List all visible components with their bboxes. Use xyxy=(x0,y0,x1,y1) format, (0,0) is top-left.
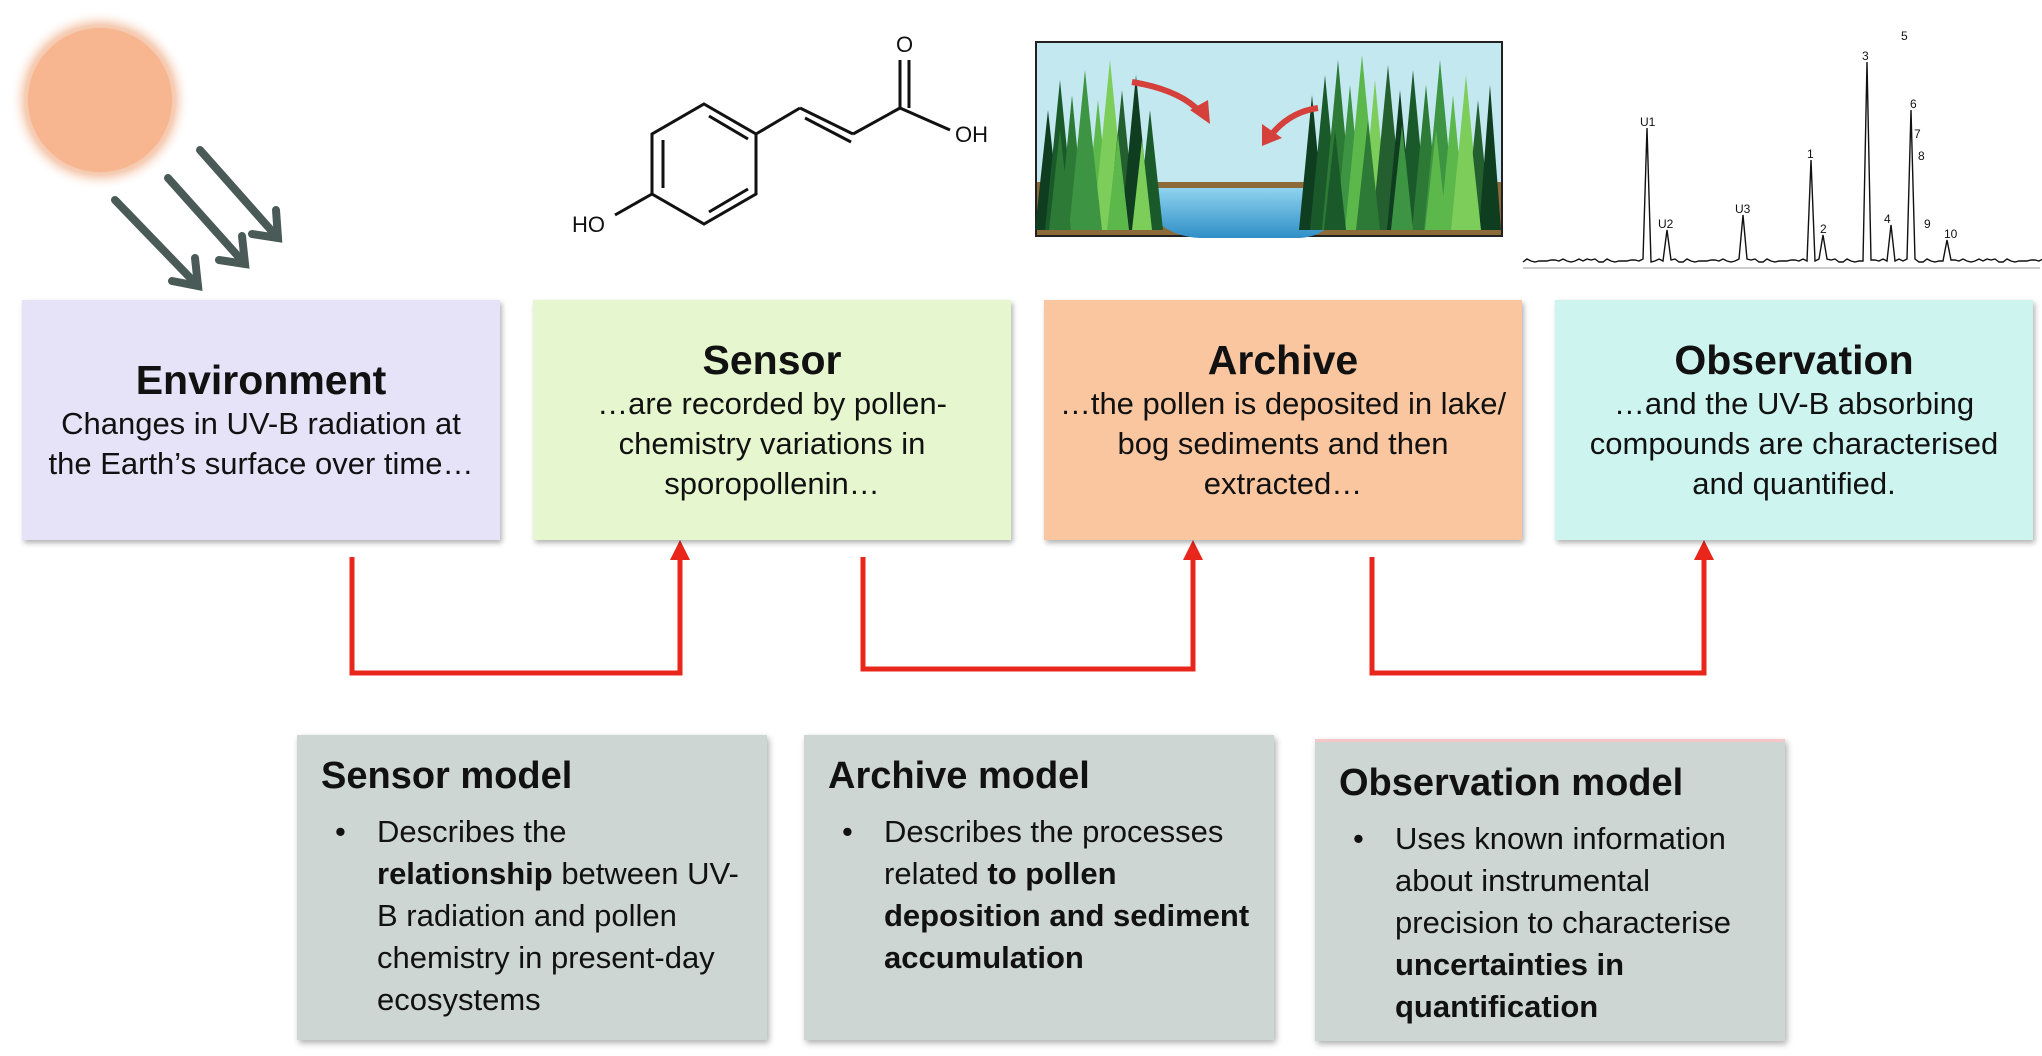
stage-title-observation: Observation xyxy=(1674,337,1914,383)
tree-group-right xyxy=(1299,55,1501,230)
stage-description-sensor: …are recorded by pollen-chemistry variat… xyxy=(597,386,947,501)
connector-environment-to-sensor xyxy=(349,556,683,676)
connector-archive-to-observation xyxy=(1369,556,1707,676)
tree-shape xyxy=(1391,125,1413,230)
model-item-archive: • Describes the processes related to pol… xyxy=(828,811,1250,979)
peak-label: 6 xyxy=(1910,97,1917,111)
flow-connectors xyxy=(349,556,1707,676)
stage-box-sensor: Sensor …are recorded by pollen-chemistry… xyxy=(533,300,1011,540)
peak-label: 4 xyxy=(1884,212,1891,226)
peak-label: 7 xyxy=(1914,127,1921,141)
peak-label: 8 xyxy=(1918,149,1925,163)
tree-shape xyxy=(1132,140,1152,230)
stage-description-archive: …the pollen is deposited in lake/ bog se… xyxy=(1059,386,1507,501)
bullet-marker: • xyxy=(1353,821,1364,856)
model-text-bold: to pollen deposition and sediment accumu… xyxy=(884,856,1250,975)
model-text-bold: relationship xyxy=(377,856,553,891)
stage-box-environment: Environment Changes in UV-B radiation at… xyxy=(22,300,500,540)
flow-arrowheads xyxy=(670,540,1714,560)
pollen-transport-arrows xyxy=(1131,79,1319,146)
stage-description-observation: …and the UV-B absorbing compounds are ch… xyxy=(1589,386,1999,501)
peak-label: 1 xyxy=(1807,147,1814,161)
tree-shape xyxy=(1049,130,1071,230)
tree-shape xyxy=(1324,130,1346,230)
model-title-observation: Observation model xyxy=(1339,762,1684,804)
stage-box-archive: Archive …the pollen is deposited in lake… xyxy=(1044,300,1522,540)
tree-shape xyxy=(1425,130,1447,230)
model-text-before: Uses known information about instrumenta… xyxy=(1395,821,1731,940)
model-text-before: Describes the processes related xyxy=(884,814,1224,891)
tree-shape xyxy=(1107,135,1129,230)
peak-label: U2 xyxy=(1658,217,1674,231)
bullet-marker: • xyxy=(842,814,853,849)
p-coumaric-acid-structure xyxy=(614,60,951,226)
peak-label: 10 xyxy=(1944,227,1958,241)
model-box-sensor: Sensor model • Describes the relationshi… xyxy=(297,735,767,1040)
model-box-archive: Archive model • Describes the processes … xyxy=(804,735,1274,1040)
model-title-sensor: Sensor model xyxy=(321,755,573,797)
stage-description-environment: Changes in UV-B radiation at the Earth’s… xyxy=(48,406,474,481)
model-text-after: between UV-B radiation and pollen chemis… xyxy=(377,856,739,1017)
model-title-archive: Archive model xyxy=(828,755,1090,797)
sun-icon xyxy=(10,10,190,190)
model-text-bold: uncertainties in quantification xyxy=(1395,947,1625,1024)
bullet-marker: • xyxy=(335,814,346,849)
hydroxyl-right-label: OH xyxy=(955,122,988,147)
stage-title-environment: Environment xyxy=(135,357,387,403)
forest-lake-illustration xyxy=(1035,41,1503,238)
uv-ray-arrows xyxy=(111,146,283,291)
peak-label: U3 xyxy=(1735,202,1751,216)
peak-label: 2 xyxy=(1820,222,1827,236)
peak-label: 9 xyxy=(1924,217,1931,231)
peak-label: U1 xyxy=(1640,115,1656,129)
tree-shape xyxy=(1459,128,1481,230)
tree-shape xyxy=(1356,120,1380,230)
connector-sensor-to-archive xyxy=(860,556,1196,672)
carbonyl-o-label: O xyxy=(896,32,913,57)
hydroxyl-left-label: HO xyxy=(572,212,605,237)
stage-box-observation: Observation …and the UV-B absorbing comp… xyxy=(1555,300,2033,540)
model-item-sensor: • Describes the relationship between UV-… xyxy=(321,811,743,1021)
model-box-observation: Observation model • Uses known informati… xyxy=(1315,739,1785,1041)
tree-group-left xyxy=(1035,60,1163,230)
stage-title-archive: Archive xyxy=(1207,337,1359,383)
tree-shape xyxy=(1479,85,1501,230)
peak-label: 3 xyxy=(1862,49,1869,63)
model-text-before: Describes the xyxy=(377,814,567,849)
peak-label: 5 xyxy=(1901,29,1908,43)
model-item-observation: • Uses known information about instrumen… xyxy=(1339,818,1761,1028)
tree-shape xyxy=(1078,120,1102,230)
stage-title-sensor: Sensor xyxy=(702,337,842,383)
